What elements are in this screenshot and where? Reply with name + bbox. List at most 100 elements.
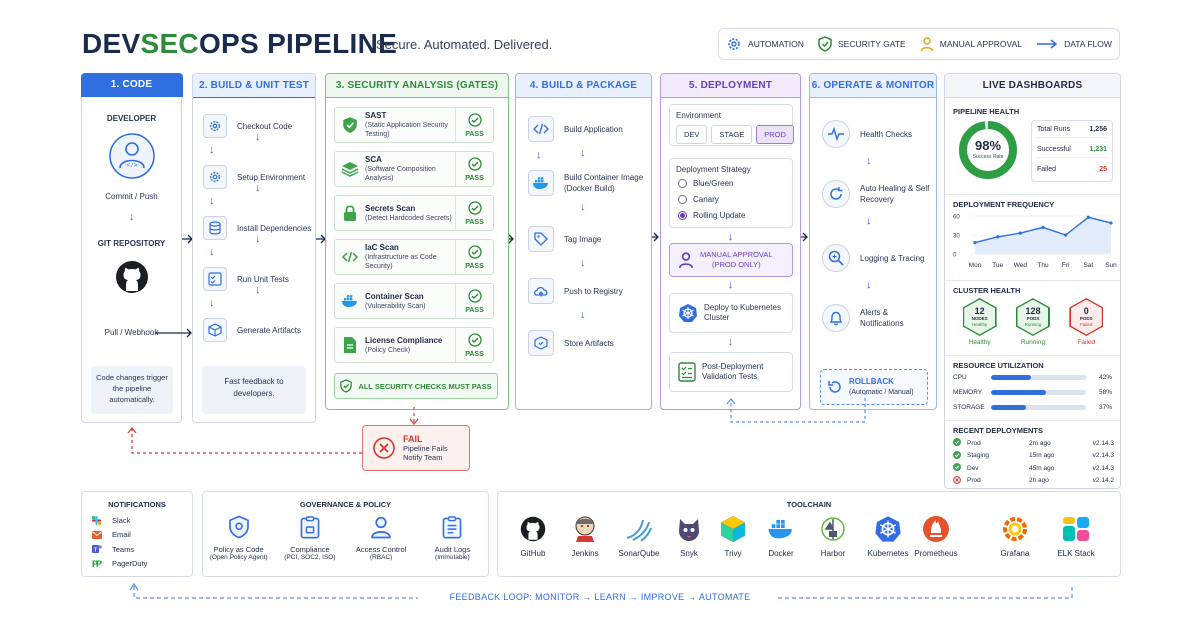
tool-label: Trivy [724, 549, 742, 558]
notification-channel: Email [92, 530, 131, 539]
package-step: Build Application [528, 116, 646, 142]
arrow-down-icon: ↓ [580, 201, 586, 213]
pass-label: PASS [465, 262, 484, 270]
artifact-icon [203, 318, 227, 342]
strategy-option[interactable]: Blue/Green [678, 179, 733, 188]
recent-version: v2.14.3 [1092, 452, 1114, 459]
security-check-name: Secrets Scan [365, 203, 416, 213]
security-check: IaC Scan(Infrastructure as Code Security… [334, 239, 494, 275]
arrow-down-icon: ↓ [536, 149, 542, 161]
tool-item: SonarQube [609, 515, 669, 558]
code-icon [528, 116, 554, 142]
operate-step-label: Alerts & Notifications [860, 308, 904, 328]
data-point [1086, 215, 1090, 219]
build-step: Setup Environment [203, 165, 305, 189]
tool-item: ELK Stack [1046, 515, 1106, 558]
operate-step-label: Logging & Tracing [860, 253, 925, 263]
resource-bar [991, 375, 1086, 380]
x-tick-label: Sun [1105, 262, 1117, 269]
recent-env: Prod [967, 477, 981, 484]
arrow-down-icon: ↓ [580, 309, 586, 321]
check-circle-icon [467, 288, 482, 305]
check-circle-icon [467, 200, 482, 217]
rollback-flow-line [726, 392, 866, 423]
k8s-step: Deploy to Kubernetes Cluster [669, 293, 793, 333]
cluster-status: Failed [1077, 339, 1096, 346]
pass-label: PASS [465, 306, 484, 314]
tool-item: Snyk [659, 515, 719, 558]
governance-panel: GOVERNANCE & POLICY Policy as Code(Open … [202, 491, 489, 577]
build-step-label: Checkout Code [237, 121, 293, 131]
snyk-icon [675, 515, 703, 543]
pass-label: PASS [465, 130, 484, 138]
fail-box: FAIL Pipeline Fails Notify Team [362, 425, 470, 471]
cluster-health-label: CLUSTER HEALTH [953, 286, 1021, 295]
resource-value: 58% [1098, 389, 1112, 396]
tool-label: Prometheus [914, 549, 958, 558]
cluster-sub: Healthy [972, 321, 988, 327]
recent-time: 45m ago [1029, 464, 1055, 472]
cluster-status: Healthy [968, 339, 991, 346]
env-prod-button[interactable]: PROD [756, 125, 794, 144]
developer-icon: </> [108, 132, 156, 185]
arrow-down-icon: ↓ [580, 257, 586, 269]
x-tick-label: Thu [1037, 262, 1049, 269]
lock-icon [335, 204, 365, 222]
tool-label: Harbor [820, 549, 846, 558]
env-dev-button[interactable]: DEV [676, 125, 708, 144]
notification-channel: Slack [92, 516, 130, 525]
approval-sub: (PROD ONLY) [711, 260, 761, 269]
cluster-count: 128 [1025, 305, 1041, 316]
tool-item: Prometheus [906, 515, 966, 558]
security-column: 3. SECURITY ANALYSIS (GATES) SAST(Static… [325, 73, 509, 410]
repo-label: GIT REPOSITORY [97, 239, 166, 248]
sonarqube-icon [625, 515, 653, 543]
teams-icon: T [92, 544, 104, 554]
arrow-down-icon: ↓ [255, 182, 261, 194]
notification-label: PagerDuty [112, 558, 148, 568]
governance-item: Compliance(PCI, SOC2, ISO) [277, 515, 343, 561]
developer-label: DEVELOPER [106, 114, 157, 123]
recent-time: 15m ago [1029, 452, 1055, 459]
arrow-down-icon: ↓ [209, 246, 215, 258]
pass-label: PASS [465, 350, 484, 358]
rollback-button[interactable]: ROLLBACK(Automatic / Manual) [820, 369, 928, 405]
fail-title: FAIL [403, 434, 423, 444]
stat-value: 25 [1099, 166, 1107, 173]
cluster-status: Running [1020, 339, 1046, 346]
svg-text:T: T [94, 547, 98, 553]
security-check-desc: (Software Composition Analysis) [365, 166, 436, 182]
manual-approval-button[interactable]: MANUAL APPROVAL(PROD ONLY) [669, 243, 793, 277]
security-footer: ALL SECURITY CHECKS MUST PASS [334, 373, 498, 399]
security-check: Secrets Scan(Detect Hardcoded Secrets)PA… [334, 195, 494, 231]
kubernetes-icon [679, 304, 697, 322]
governance-item: Access Control(RBAC) [348, 515, 414, 561]
security-footer-text: ALL SECURITY CHECKS MUST PASS [358, 381, 492, 391]
strategy-option[interactable]: Canary [678, 195, 719, 204]
tool-label: ELK Stack [1057, 549, 1095, 558]
y-tick-label: 30 [953, 234, 960, 240]
env-stage-button[interactable]: STAGE [711, 125, 753, 144]
tool-item: Trivy [703, 515, 763, 558]
strategy-option[interactable]: Rolling Update [678, 211, 745, 220]
data-point [973, 241, 977, 245]
check-circle-icon [467, 332, 482, 349]
k8s-label: Deploy to Kubernetes Cluster [704, 303, 781, 322]
error-icon [953, 475, 967, 486]
resource-util-label: RESOURCE UTILIZATION [953, 361, 1044, 370]
check-circle-icon [953, 463, 967, 473]
resource-bar [991, 405, 1086, 410]
cluster-count: 12 [974, 305, 985, 316]
operate-step: Logging & Tracing [822, 244, 932, 272]
svg-text:P: P [96, 559, 102, 568]
arrow-down-icon: ↓ [255, 233, 261, 245]
